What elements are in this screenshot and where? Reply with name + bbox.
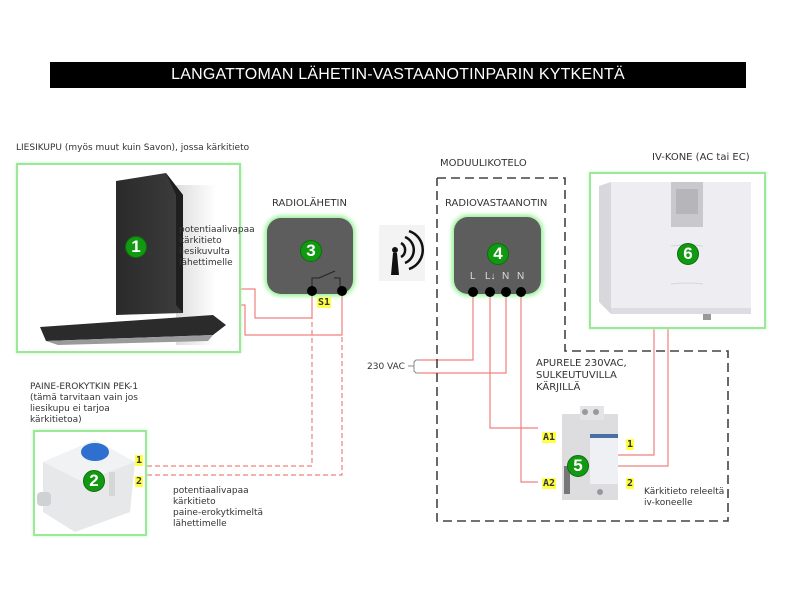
wire-pek-2 [147, 335, 343, 476]
supply-label: 230 VAC [367, 362, 405, 372]
receiver-terminal-l [468, 287, 478, 297]
receiver-pin-n1: N [502, 271, 510, 282]
transmitter-terminal-b [337, 286, 347, 296]
badge-5: 5 [567, 455, 589, 477]
transmitter-terminal-a [307, 286, 317, 296]
badge-6: 6 [677, 243, 699, 265]
pressure-switch-terminal-1: 1 [135, 455, 144, 466]
hood-frame [16, 163, 241, 353]
receiver-terminal-n1 [501, 287, 511, 297]
switch-symbol [311, 270, 341, 288]
module-enclosure-border [436, 177, 729, 522]
receiver-pin-l: L [470, 271, 476, 282]
supply-bracket [408, 359, 420, 374]
wire-relay-2 [615, 312, 669, 467]
receiver-pin-lout: L↓ [485, 271, 496, 282]
hood-label: LIESIKUPU (myös muut kuin Savon), jossa … [16, 143, 250, 153]
receiver-pin-n2: N [517, 271, 525, 282]
radio-antenna-icon [379, 225, 425, 281]
iv-unit-frame [589, 172, 766, 329]
relay-terminal-a1: A1 [542, 432, 557, 443]
wire-receiver-n2 [520, 292, 538, 483]
diagram-title: LANGATTOMAN LÄHETIN-VASTAANOTINPARIN KYT… [50, 62, 746, 88]
pressure-switch-terminal-2: 2 [135, 476, 144, 487]
badge-2: 2 [83, 470, 105, 492]
badge-3: 3 [300, 240, 322, 262]
receiver-terminal-lout [485, 287, 495, 297]
relay-image [560, 406, 620, 502]
terminal-s1-label: S1 [317, 297, 332, 308]
wire-pek-1 [147, 318, 313, 467]
badge-1: 1 [125, 236, 147, 258]
receiver-terminal-n2 [516, 287, 526, 297]
module-enclosure-label: MODUULIKOTELO [440, 158, 527, 169]
wire-receiver-lout [489, 292, 538, 429]
transmitter-label: RADIOLÄHETIN [272, 198, 347, 209]
receiver-label: RADIOVASTAANOTIN [445, 198, 548, 209]
iv-unit-label: IV-KONE (AC tai EC) [652, 152, 750, 163]
relay-terminal-2: 2 [626, 478, 635, 489]
badge-4: 4 [487, 243, 509, 265]
relay-terminal-a2: A2 [542, 478, 557, 489]
wire-relay-1 [615, 312, 655, 456]
wire-receiver-n [420, 292, 507, 374]
relay-terminal-1: 1 [626, 439, 635, 450]
wire-receiver-l [420, 292, 474, 361]
pressure-switch-label: PAINE-EROKYTKIN PEK-1(tämä tarvitaan vai… [30, 382, 139, 425]
range-hood-image [40, 173, 226, 345]
